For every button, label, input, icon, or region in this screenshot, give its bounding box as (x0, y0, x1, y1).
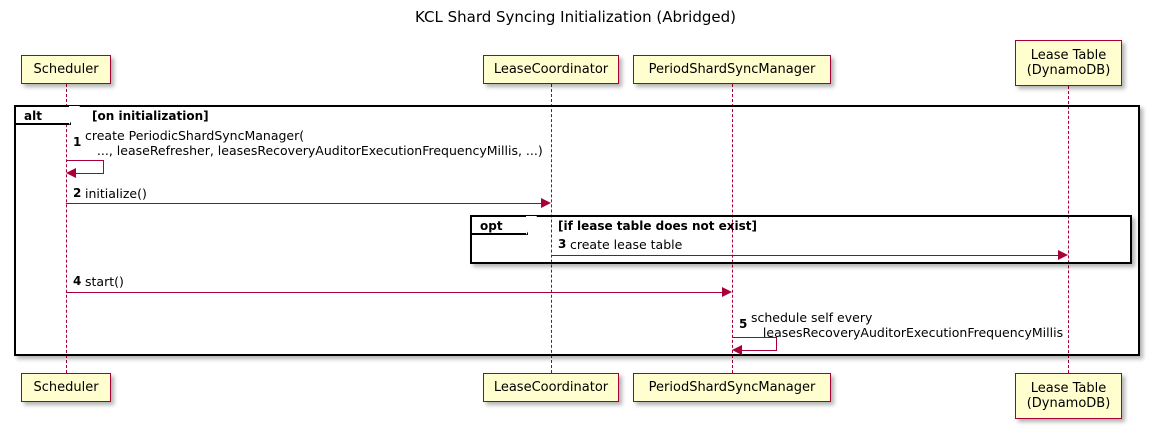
message-4-label: start() (85, 274, 124, 289)
message-3-line (551, 255, 1058, 256)
message-5-self-top (732, 337, 777, 338)
message-2-line (66, 203, 542, 204)
participant-scheduler-top[interactable]: Scheduler (21, 55, 111, 84)
fragment-alt (14, 105, 1140, 356)
participant-lease-table-bottom[interactable]: Lease Table (DynamoDB) (1015, 373, 1122, 419)
lifeline-lease-coordinator (551, 84, 552, 373)
message-1-self-right (103, 160, 104, 173)
participant-lease-table-top[interactable]: Lease Table (DynamoDB) (1015, 40, 1122, 86)
message-5-arrowhead (732, 345, 742, 355)
participant-lease-coordinator-bottom[interactable]: LeaseCoordinator (483, 373, 619, 402)
message-1-label: create PeriodicShardSyncManager( ..., le… (85, 128, 543, 158)
message-5-number: 5 (739, 317, 748, 331)
page-title: KCL Shard Syncing Initialization (Abridg… (415, 8, 736, 26)
fragment-alt-tag: alt (16, 106, 80, 125)
message-1-number: 1 (73, 135, 82, 149)
message-5-self-bottom (742, 350, 777, 351)
message-5-label: schedule self every leasesRecoveryAudito… (751, 310, 1064, 340)
fragment-opt-tag: opt (472, 216, 537, 235)
lifeline-period-shard-sync-manager (732, 84, 733, 373)
participant-scheduler-bottom[interactable]: Scheduler (21, 373, 111, 402)
message-5-self-right (776, 337, 777, 350)
participant-lease-coordinator-top[interactable]: LeaseCoordinator (483, 55, 619, 84)
lifeline-scheduler (66, 84, 67, 373)
participant-period-shard-sync-manager-bottom[interactable]: PeriodShardSyncManager (633, 373, 831, 402)
message-3-number: 3 (558, 237, 567, 251)
message-3-label: create lease table (570, 237, 683, 252)
message-4-arrowhead (722, 287, 732, 297)
message-1-self-top (66, 160, 104, 161)
message-1-self-bottom (76, 173, 104, 174)
message-2-number: 2 (73, 186, 82, 200)
participant-period-shard-sync-manager-top[interactable]: PeriodShardSyncManager (633, 55, 831, 84)
message-3-arrowhead (1058, 250, 1068, 260)
message-2-label: initialize() (85, 186, 147, 201)
fragment-alt-condition: [on initialization] (92, 109, 209, 123)
fragment-opt (470, 215, 1132, 264)
lifeline-lease-table (1068, 86, 1069, 373)
fragment-opt-condition: [if lease table does not exist] (558, 219, 758, 233)
message-2-arrowhead (541, 198, 551, 208)
message-1-arrowhead (66, 168, 76, 178)
message-4-line (66, 292, 723, 293)
message-4-number: 4 (73, 274, 82, 288)
